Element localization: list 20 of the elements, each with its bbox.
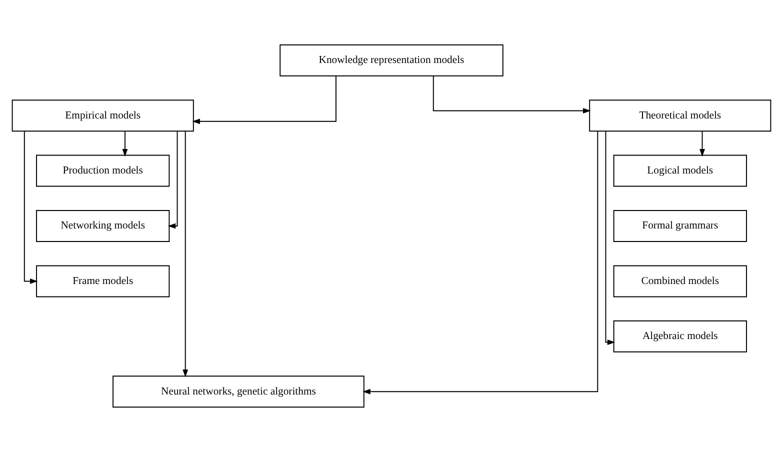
node-box: Knowledge representation models xyxy=(280,44,504,76)
node-box: Algebraic models xyxy=(613,320,747,352)
arrow xyxy=(362,130,598,394)
node-box: Frame models xyxy=(36,265,170,298)
node-box: Logical models xyxy=(613,154,747,187)
node-box: Theoretical models xyxy=(589,100,772,132)
arrow xyxy=(24,130,38,284)
arrow xyxy=(168,130,178,229)
node-box: Neural networks, genetic algorithms xyxy=(112,376,364,408)
node-box: Production models xyxy=(36,154,170,187)
arrow xyxy=(700,130,705,157)
arrow xyxy=(182,130,188,378)
node-box: Formal grammars xyxy=(613,210,747,242)
arrow xyxy=(192,76,336,124)
node-box: Empirical models xyxy=(12,100,194,132)
arrow xyxy=(432,76,591,114)
arrow xyxy=(122,130,128,157)
node-box: Networking models xyxy=(36,210,170,242)
node-box: Combined models xyxy=(613,265,747,298)
arrow xyxy=(605,130,616,345)
